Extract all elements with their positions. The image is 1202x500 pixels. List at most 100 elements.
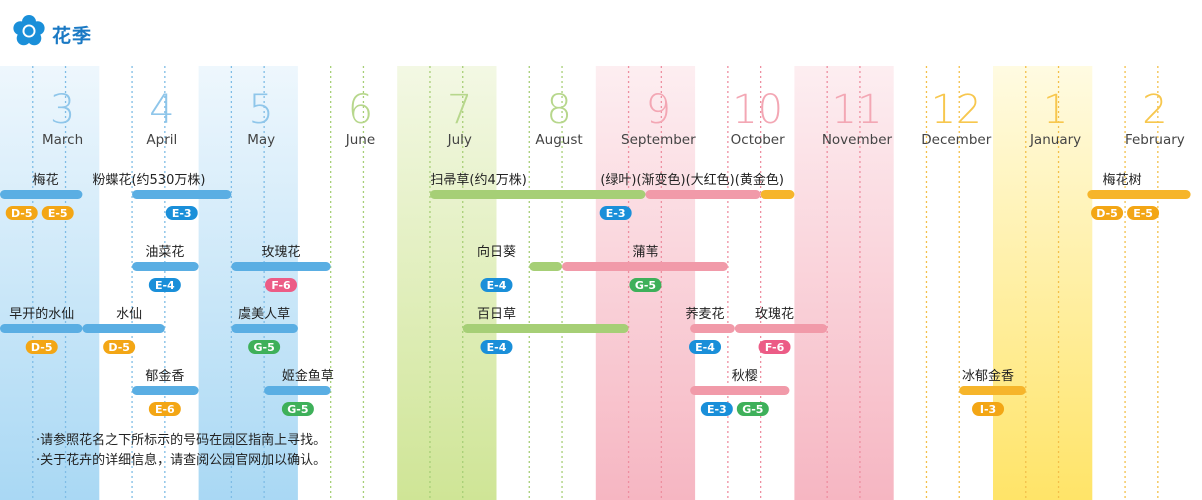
bloom-bar [231,262,331,271]
bloom-bar [734,324,828,333]
month-stripe [397,66,497,500]
flower-entry: 郁金香 E-6 [132,368,199,416]
bloom-bar [529,262,563,271]
flower-entry: 油菜花 E-4 [132,244,199,292]
month-number: 2 [1142,87,1167,133]
flower-entry: 水仙D-5 [82,307,165,354]
flower-label: 百日草 [477,307,516,322]
location-badge-label: D-5 [31,341,53,354]
flower-entry: 粉蝶花(约530万株) E-3 [92,172,232,220]
location-badge [629,278,662,292]
bloom-bar [959,386,1026,395]
flower-label: 梅花 [33,172,59,188]
location-badge-label: E-4 [155,279,175,292]
flower-label: 水仙 [116,307,142,322]
flower-label: 郁金香 [145,368,184,384]
flower-entry: (绿叶)(渐变色)(大红色)(黄金色) [600,172,784,188]
month-name: May [247,132,275,148]
location-badge [248,340,281,354]
month-number: 4 [149,87,174,133]
flower-label: 扫帚草(约4万株) [430,173,526,188]
bloom-bar [231,324,298,333]
bloom-bar [690,324,735,333]
flower-label: 冰郁金香 [962,368,1014,384]
location-badge [148,278,181,292]
flower-label: 虞美人草 [238,307,290,322]
flower-label: 早开的水仙 [9,306,74,322]
location-badge-label: G-5 [254,341,275,354]
month-name: February [1125,132,1185,148]
location-badge-label: E-3 [606,207,626,220]
month-number: 11 [832,87,883,133]
flower-season-chart: 3March4April5May6June7July8August9Septem… [0,66,1191,500]
bloom-bar [132,190,232,199]
bloom-bar [0,324,83,333]
month-number: 12 [931,87,982,133]
flower-label: 向日葵 [477,244,516,260]
flower-entry: 蒲苇G-5 [562,245,728,292]
location-badge [599,206,632,220]
month-number: 7 [447,87,472,133]
month-name: November [822,132,893,148]
bloom-bar [132,386,199,395]
flower-label: 油菜花 [145,244,184,260]
location-badge-label: D-5 [1096,207,1118,220]
flower-label: (绿叶)(渐变色)(大红色)(黄金色) [600,172,784,188]
month-stripe [0,66,100,500]
flower-label: 粉蝶花(约530万株) [92,172,205,188]
month-stripe [794,66,894,500]
page-title: 花季 [52,25,93,47]
month-number: 5 [248,87,273,133]
location-badge [689,340,722,354]
flower-entry: 秋樱 E-3 G-5 [690,368,790,416]
flower-icon [13,15,45,46]
location-badge-label: E-4 [487,341,507,354]
bloom-bar [690,386,790,395]
location-badge [41,206,74,220]
flower-label: 玫瑰花 [262,244,301,260]
bloom-bar [1087,190,1191,199]
flower-label: 蒲苇 [632,245,658,260]
flower-label: 姬金鱼草 [282,368,334,384]
location-badge-label: E-4 [487,279,507,292]
flower-label: 荞麦花 [686,306,725,322]
flower-entry: 百日草 E-4 [462,307,629,354]
location-badge-label: E-3 [172,207,192,220]
bloom-bar [645,190,761,199]
month-name: June [345,132,375,148]
location-badge-label: E-3 [707,403,727,416]
month-name: September [621,132,696,148]
location-badge [1127,206,1160,220]
location-badge [5,206,38,220]
bloom-bar [429,190,646,199]
location-badge [972,402,1005,416]
location-badge [25,340,58,354]
location-badge-label: F-6 [271,279,291,292]
location-badge [165,206,198,220]
location-badge-label: E-6 [155,403,175,416]
flower-entry: 玫瑰花 F-6 [231,244,331,292]
bloom-bar [462,324,629,333]
location-badge [480,278,513,292]
location-badge-label: G-5 [287,403,308,416]
month-number: 10 [732,87,783,133]
bloom-bar [82,324,165,333]
flower-label: 梅花树 [1103,172,1142,188]
bloom-bar [132,262,199,271]
location-badge [736,402,769,416]
bloom-bar [760,190,795,199]
month-name: January [1029,132,1081,148]
month-name: April [146,132,177,148]
location-badge [265,278,298,292]
location-badge-label: G-5 [742,403,763,416]
month-number: 9 [646,87,671,133]
flower-label: 秋樱 [732,368,758,384]
month-name: October [731,132,785,148]
location-badge [480,340,513,354]
footnote: ·关于花卉的详细信息，请查阅公园官网加以确认。 [36,452,326,468]
flower-entry: 早开的水仙 D-5 [0,306,83,354]
